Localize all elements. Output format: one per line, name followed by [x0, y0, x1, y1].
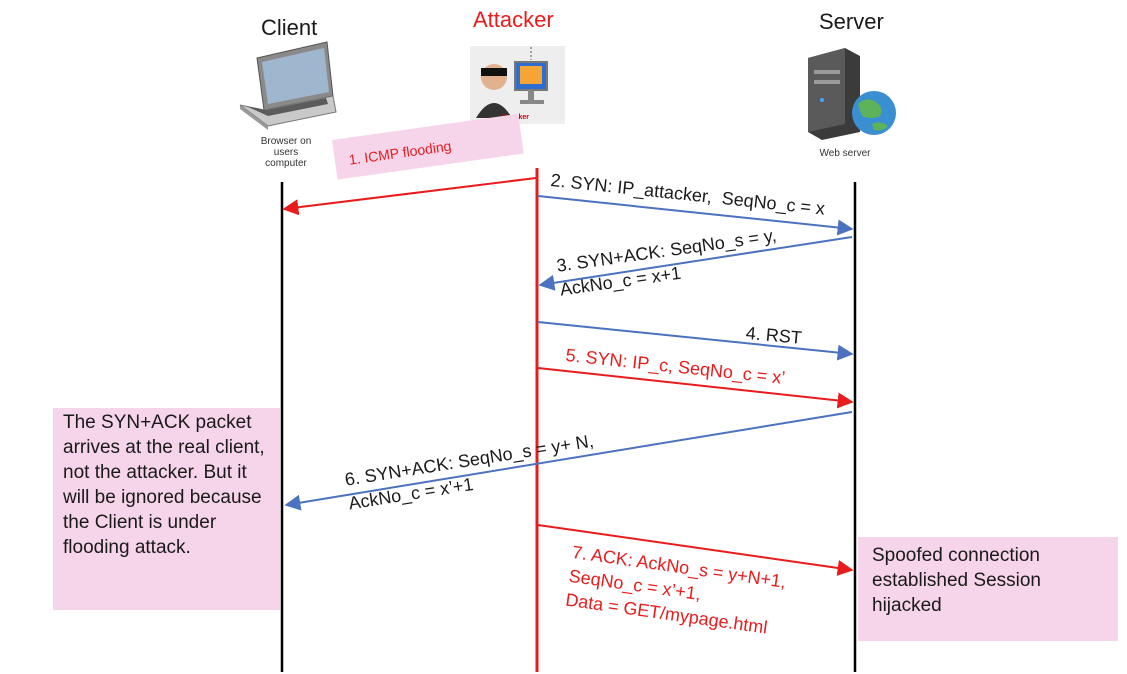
attacker-icon — [470, 46, 565, 124]
server-caption: Web server — [819, 148, 871, 159]
message-4-label: 4. RST — [745, 322, 803, 348]
message-1-label: 1. ICMP flooding — [347, 137, 453, 168]
arrow-4-rst — [537, 321, 854, 361]
right-note: Spoofed connection established Session h… — [858, 537, 1118, 641]
client-caption-line: computer — [265, 158, 307, 169]
attacker-title: Attacker — [473, 7, 554, 32]
server-title: Server — [819, 9, 884, 34]
client-caption-line: users — [273, 147, 299, 158]
arrow-1-icmp-flooding — [282, 177, 537, 216]
server-icon — [808, 48, 896, 140]
client-caption: Browser on users computer — [250, 136, 322, 169]
arrow-2-syn — [537, 195, 854, 236]
laptop-icon — [239, 41, 337, 130]
client-caption-line: Browser on — [260, 136, 312, 147]
arrow-6-syn-ack-to-client — [284, 411, 853, 511]
arrow-3-syn-ack — [538, 236, 853, 291]
client-title: Client — [261, 15, 318, 40]
left-note: The SYN+ACK packet arrives at the real c… — [53, 408, 280, 610]
arrow-5-syn-spoofed — [537, 367, 854, 409]
arrow-7-ack — [537, 524, 854, 576]
